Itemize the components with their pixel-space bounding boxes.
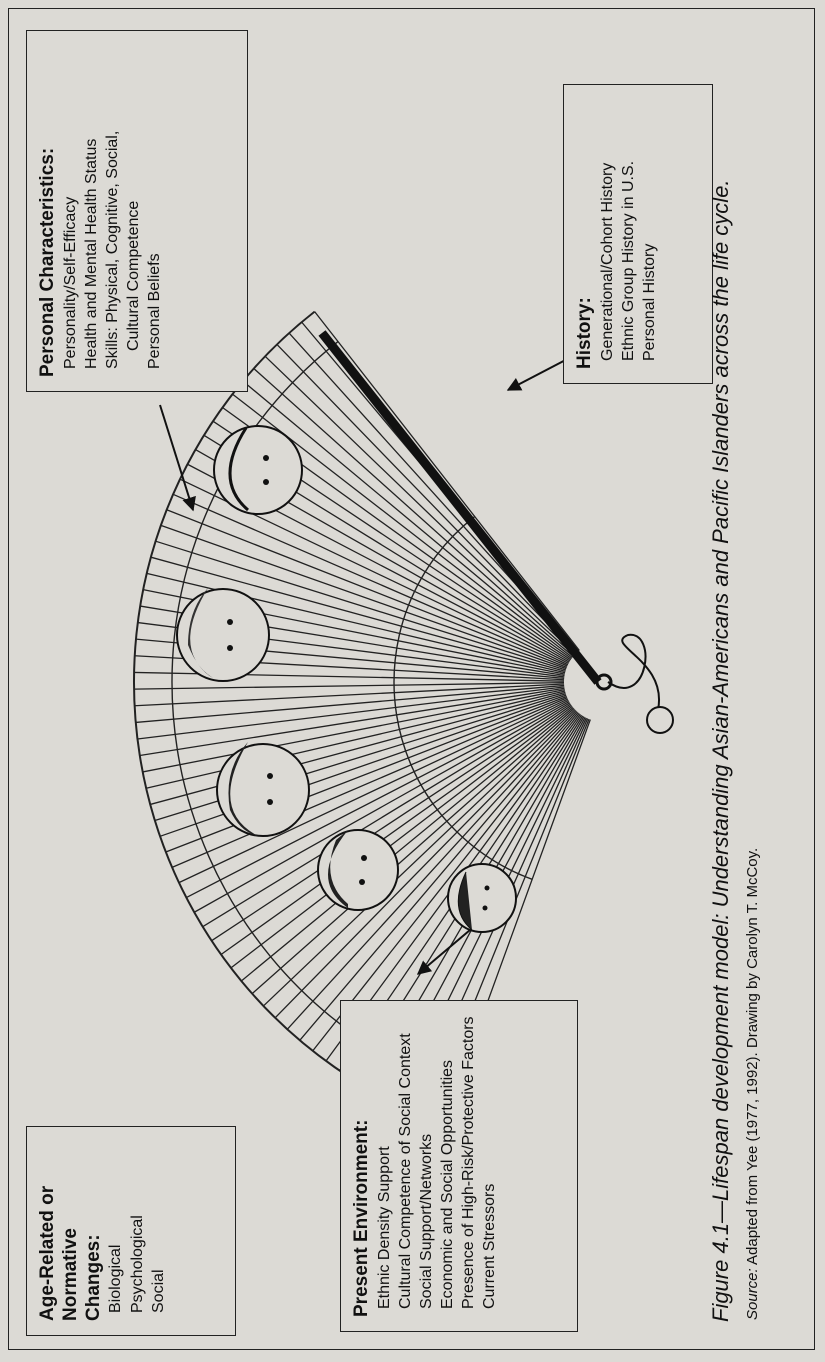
figure-caption: Figure 4.1—Lifespan development model: U…: [708, 22, 734, 1322]
face-young-adult: [217, 742, 309, 836]
age-box-title-2: Normative Changes:: [60, 1141, 106, 1321]
personal-item: Cultural Competence: [123, 45, 144, 377]
environment-box-title: Present Environment:: [351, 1015, 374, 1317]
face-adult: [177, 588, 269, 681]
age-item: Social: [148, 1141, 169, 1321]
personal-item: Health and Mental Health Status: [81, 45, 102, 377]
environment-item: Social Support/Networks: [416, 1015, 437, 1317]
face-elder: [214, 426, 302, 514]
history-box: History: Generational/Cohort History Eth…: [563, 84, 713, 384]
fan-rib: [134, 683, 564, 690]
source-text: Adapted from Yee (1977, 1992). Drawing b…: [744, 848, 761, 1269]
fan-rib: [254, 369, 574, 656]
figure-content: Age-Related or Normative Changes: Biolog…: [8, 8, 815, 1350]
environment-item: Current Stressors: [479, 1015, 500, 1317]
figure-source: Source: Adapted from Yee (1977, 1992). D…: [744, 20, 761, 1320]
fan-rib: [252, 709, 574, 994]
age-item: Biological: [105, 1141, 126, 1321]
fan-rib: [277, 344, 576, 653]
arrow-personal: [160, 405, 193, 510]
fan-rib: [136, 685, 564, 722]
environment-item: Cultural Competence of Social Context: [395, 1015, 416, 1317]
history-item: Personal History: [639, 99, 660, 369]
fan-tassel-cord: [608, 635, 659, 710]
personal-box-title: Personal Characteristics:: [37, 45, 60, 377]
personal-item: Personal Beliefs: [144, 45, 165, 377]
personal-characteristics-box: Personal Characteristics: Personality/Se…: [26, 30, 248, 392]
age-box-title-1: Age-Related or: [37, 1141, 60, 1321]
present-environment-box: Present Environment: Ethnic Density Supp…: [340, 1000, 578, 1332]
environment-item: Economic and Social Opportunities: [437, 1015, 458, 1317]
source-label: Source:: [744, 1268, 761, 1320]
fan-rib: [160, 695, 566, 836]
fan-guard-stick: [322, 333, 598, 682]
environment-item: Presence of High-Risk/Protective Factors: [458, 1015, 479, 1317]
personal-item: Personality/Self-Efficacy: [60, 45, 81, 377]
fan-tassel: [647, 707, 673, 733]
environment-item: Ethnic Density Support: [374, 1015, 395, 1317]
face-child: [318, 830, 398, 910]
personal-item: Skills: Physical, Cognitive, Social,: [102, 45, 123, 377]
face-infant: [448, 864, 516, 932]
history-item: Ethnic Group History in U.S.: [618, 99, 639, 369]
history-box-title: History:: [574, 99, 597, 369]
age-item: Psychological: [127, 1141, 148, 1321]
history-item: Generational/Cohort History: [597, 99, 618, 369]
age-related-box: Age-Related or Normative Changes: Biolog…: [26, 1126, 236, 1336]
